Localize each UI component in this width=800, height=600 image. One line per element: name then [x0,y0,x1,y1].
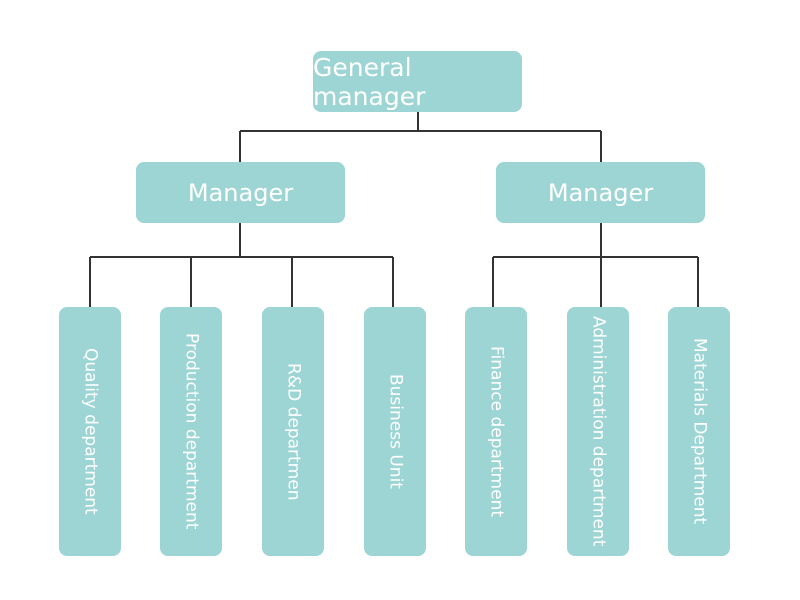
node-production-department-label: Production department [181,333,202,530]
node-administration-department: Administration department [567,307,629,556]
node-manager-right: Manager [496,162,705,223]
node-manager-left: Manager [136,162,345,223]
node-business-unit: Business Unit [364,307,426,556]
node-manager-right-label: Manager [547,178,654,207]
node-production-department: Production department [160,307,222,556]
node-business-unit-label: Business Unit [385,374,406,489]
node-administration-department-label: Administration department [588,316,609,547]
node-manager-left-label: Manager [187,178,294,207]
node-general-manager-label: General manager [313,52,426,111]
node-materials-department: Materials Department [668,307,730,556]
node-finance-department-label: Finance department [486,345,507,517]
node-quality-department-label: Quality department [80,348,101,515]
node-quality-department: Quality department [59,307,121,556]
node-finance-department: Finance department [465,307,527,556]
node-rd-department-label: R&D departmen [283,362,304,501]
node-general-manager: General manager [313,51,522,112]
node-rd-department: R&D departmen [262,307,324,556]
node-materials-department-label: Materials Department [689,338,710,525]
